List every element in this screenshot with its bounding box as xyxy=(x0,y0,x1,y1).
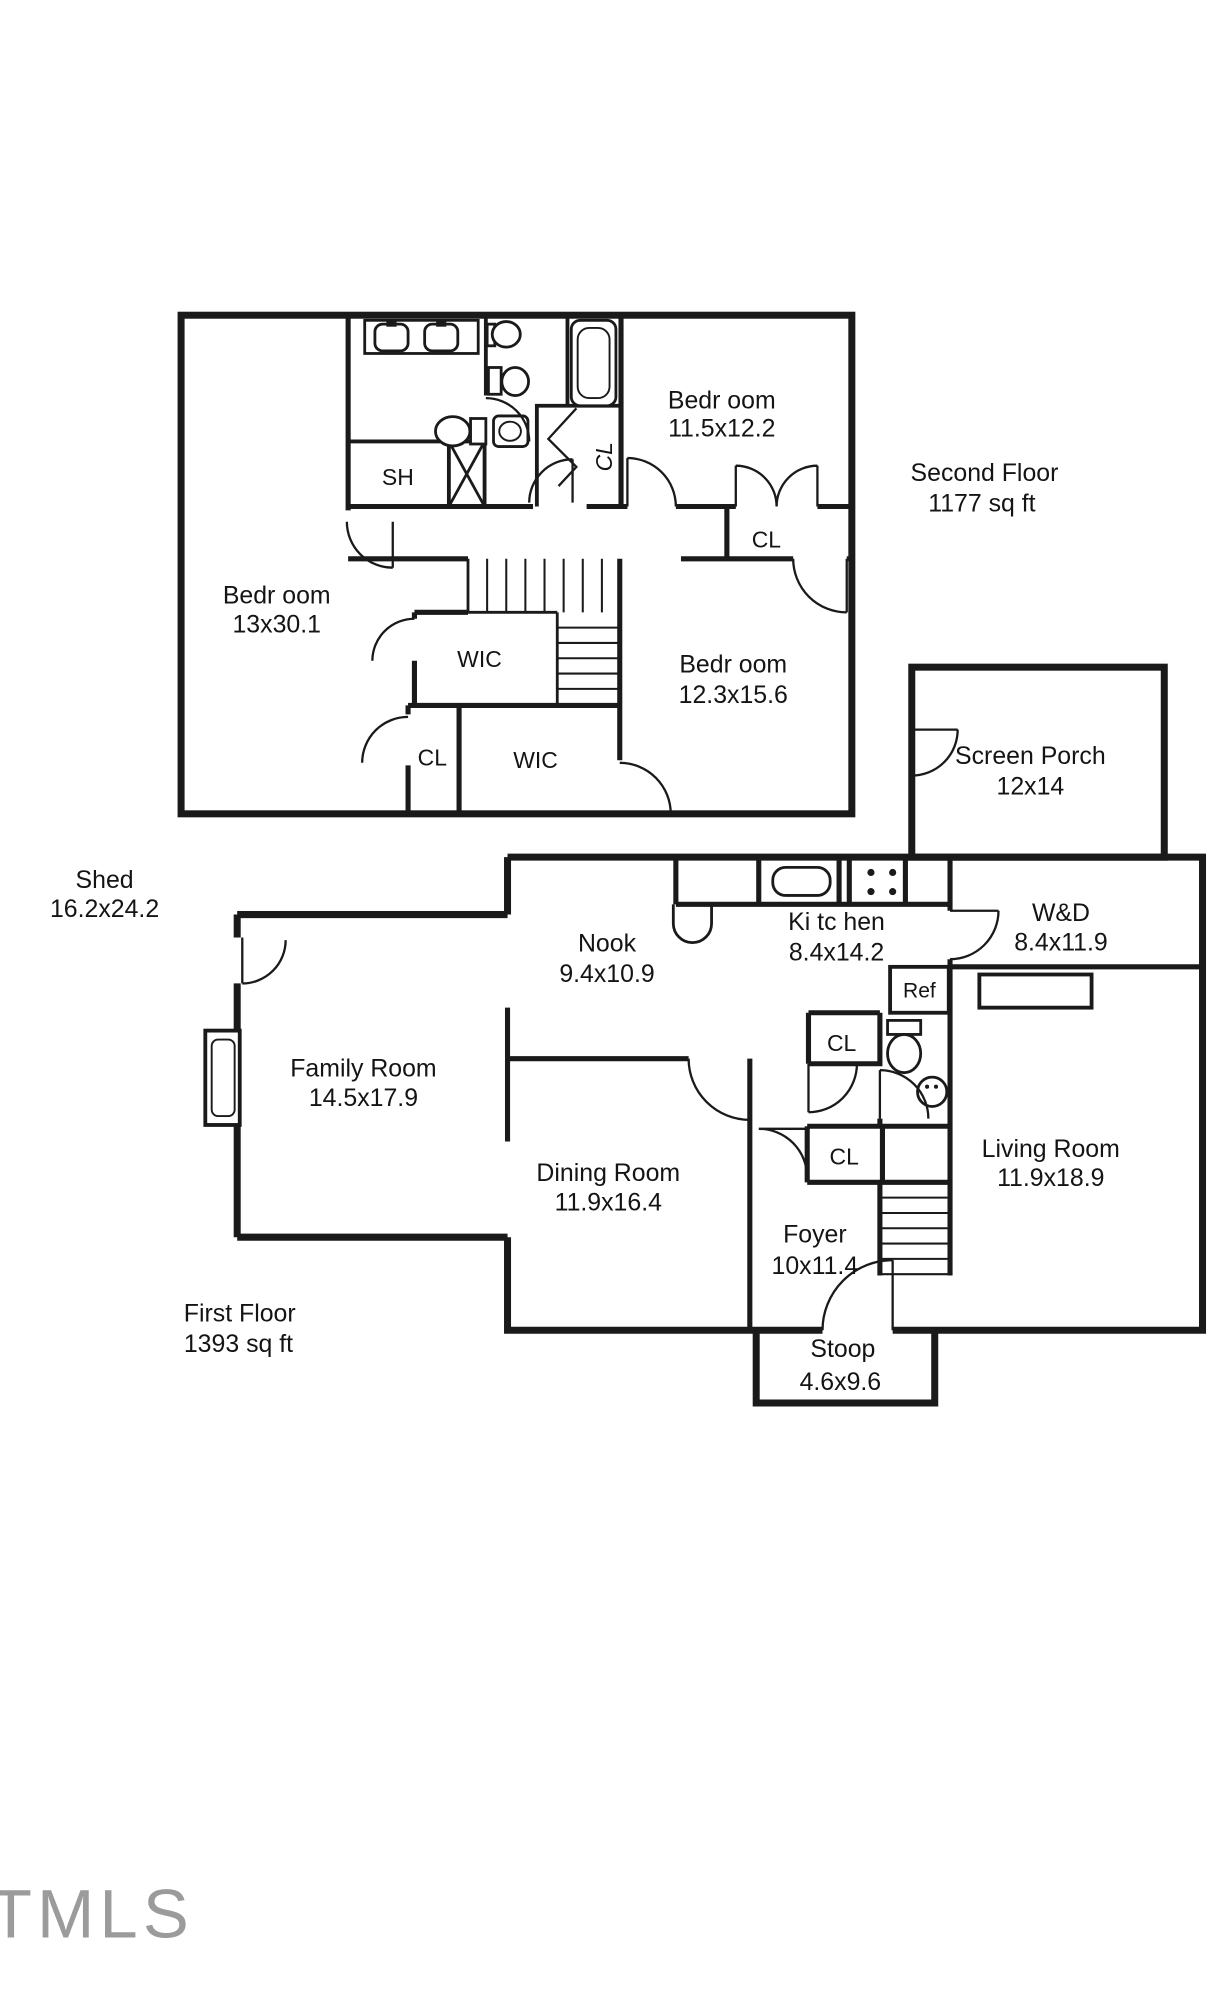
bedroom-top-dims: 11.5x12.2 xyxy=(668,414,775,442)
foyer-label: Foyer xyxy=(783,1220,847,1248)
second-floor-stairs xyxy=(466,558,620,706)
foyer-dims: 10x11.4 xyxy=(772,1252,859,1280)
washer-dryer-dims: 8.4x11.9 xyxy=(1014,928,1108,956)
sink-icon xyxy=(916,1075,949,1108)
closet-bottom-label: CL xyxy=(418,744,447,770)
wic-lower-label: WIC xyxy=(513,747,558,773)
screen-porch-dims: 12x14 xyxy=(997,773,1065,801)
kitchen-arch-column xyxy=(671,904,713,944)
shed-dims: 16.2x24.2 xyxy=(50,895,159,923)
foyer-closet-label: CL xyxy=(830,1144,859,1170)
first-floor-outer-walls xyxy=(233,853,1207,1407)
dining-room-dims: 11.9x16.4 xyxy=(555,1188,663,1216)
first-floor-area: 1393 sq ft xyxy=(184,1330,293,1358)
first-floor-doors xyxy=(241,909,1000,1331)
kitchen-label: Ki tc hen xyxy=(788,908,885,936)
bedroom-left-dims: 13x30.1 xyxy=(232,611,320,639)
bathtub-icon xyxy=(569,318,618,408)
second-floor-plan: Bedr oom 11.5x12.2 Bedr oom 13x30.1 Bedr… xyxy=(177,311,1059,818)
bedroom-top-label: Bedr oom xyxy=(668,386,776,414)
second-floor-outer-walls xyxy=(177,311,856,818)
first-floor-stairs xyxy=(879,1196,951,1276)
refrigerator-box xyxy=(888,964,951,1015)
shower-x-icon xyxy=(447,440,486,508)
fridge-label: Ref xyxy=(903,979,936,1002)
shower-label: SH xyxy=(382,464,414,490)
toilet-icon xyxy=(886,1019,923,1075)
first-floor-plan: Nook 9.4x10.9 Ki tc hen 8.4x14.2 W&D 8.4… xyxy=(50,853,1207,1407)
bedroom-bottom-label: Bedr oom xyxy=(679,650,787,678)
shed-label: Shed xyxy=(76,866,134,894)
hall-closet-label: CL xyxy=(752,526,781,552)
first-floor-title: First Floor xyxy=(184,1299,296,1327)
washer-dryer-label: W&D xyxy=(1032,899,1090,927)
family-room-label: Family Room xyxy=(290,1055,436,1083)
bifold-door-icon xyxy=(546,407,578,487)
kitchen-dims: 8.4x14.2 xyxy=(789,938,884,966)
second-floor-area: 1177 sq ft xyxy=(928,490,1035,518)
tmls-watermark: TMLS xyxy=(0,1875,194,1952)
stoop-label: Stoop xyxy=(810,1335,875,1363)
first-floor-interior-walls xyxy=(504,857,1203,1331)
kitchen-closet-label: CL xyxy=(827,1030,856,1056)
second-floor-interior-walls xyxy=(345,315,852,814)
stove-icon xyxy=(867,868,897,896)
sink-icon xyxy=(485,320,522,349)
screen-porch: Screen Porch 12x14 xyxy=(908,663,1168,861)
screen-porch-door xyxy=(911,728,959,777)
toilet-icon xyxy=(487,366,530,397)
wic-upper-label: WIC xyxy=(457,646,502,672)
stoop-dims: 4.6x9.6 xyxy=(800,1368,882,1396)
bedroom-bottom-dims: 12.3x15.6 xyxy=(679,681,788,709)
screen-porch-label: Screen Porch xyxy=(955,742,1106,770)
bath-closet-label: CL xyxy=(591,442,617,471)
living-room-label: Living Room xyxy=(982,1135,1120,1163)
fireplace-icon xyxy=(203,1028,242,1127)
family-room-dims: 14.5x17.9 xyxy=(309,1084,418,1112)
washer-dryer-unit xyxy=(977,972,1094,1010)
living-room-dims: 11.9x18.9 xyxy=(997,1164,1104,1192)
second-floor-title: Second Floor xyxy=(911,459,1059,487)
kitchen-sink-icon xyxy=(771,865,832,897)
toilet-icon xyxy=(434,415,488,448)
nook-label: Nook xyxy=(578,930,637,958)
double-vanity-sink-icon xyxy=(363,318,480,355)
nook-dims: 9.4x10.9 xyxy=(559,960,654,988)
dining-room-label: Dining Room xyxy=(536,1159,680,1187)
second-floor-doors xyxy=(345,396,848,814)
bedroom-left-label: Bedr oom xyxy=(223,581,331,609)
